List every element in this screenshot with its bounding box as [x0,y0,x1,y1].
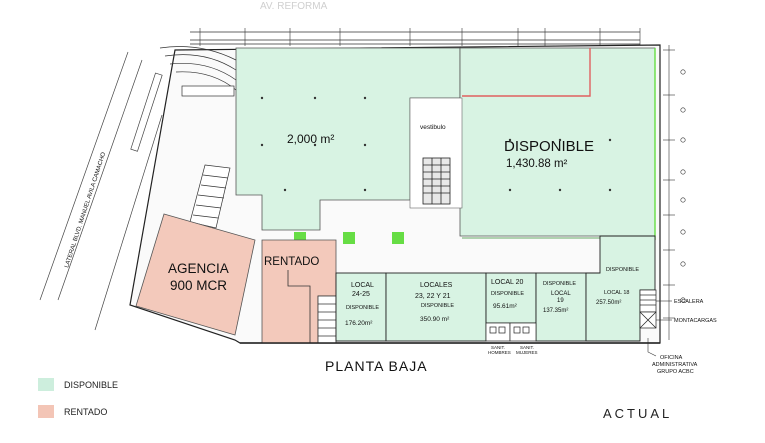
local-18-area: 257.50m² [596,300,621,306]
legend-label-rentado: RENTADO [64,406,108,417]
disponible-big-area: 1,430.88 m² [506,158,568,170]
diagonal-stairs [189,164,231,229]
agencia-zone [135,213,256,336]
red-boundary-line [462,48,591,97]
stair-elevator-core [639,289,657,329]
top-dimension-rule [190,31,640,45]
agencia-label-line1: AGENCIA [168,261,229,276]
local-18-zone [585,235,656,342]
local-18-name: LOCAL 18 [604,290,629,296]
oficina-label-l3: GRUPO ACBC [657,369,694,375]
legend-swatch-rentado [38,405,54,418]
local-19-status: DISPONIBLE [543,281,576,287]
street-lines [39,51,163,331]
column-dots [260,96,612,192]
local-20-status: DISPONIBLE [491,291,524,297]
local-24-25-name-l2: 24-25 [352,291,370,298]
local-19-zone [535,272,587,342]
locales-23-22-21-name-l2: 23, 22 Y 21 [415,293,451,300]
vestibulo-label: vestibulo [420,124,446,131]
entry-ramp [159,46,237,97]
oficina-label-l1: OFICINA [660,355,683,361]
top-tick-marks [199,28,641,46]
right-grid-markers [680,69,686,303]
faded-header-text: AV. REFORMA [260,1,328,12]
locales-23-22-21-status: DISPONIBLE [421,303,454,309]
local-24-25-area: 176.20m² [345,320,373,327]
agencia-label-line2: 900 MCR [170,278,227,293]
sanitarios-block [485,322,537,342]
local-18-status-top: DISPONIBLE [606,267,639,273]
sanit-hombres-l2: HOMBRES [488,350,511,355]
locales-23-22-21-name-l1: LOCALES [420,282,453,289]
local-24-25-zone [335,272,387,342]
escalera-label: ESCALERA [674,299,704,305]
plan-title: PLANTA BAJA [325,358,428,374]
legend-disponible: DISPONIBLE [38,378,118,391]
rentado-label: RENTADO [264,256,319,268]
disponible-big-title: DISPONIBLE [504,138,594,155]
right-dimension-ticks [663,45,675,340]
locales-23-22-21-zone [385,272,487,342]
local-24-25-status: DISPONIBLE [346,305,379,311]
street-label: LATERAL BLVD. MANUEL AVILA CAMACHO [64,151,107,268]
local-20-name: LOCAL 20 [491,279,524,286]
legend-label-disponible: DISPONIBLE [64,379,119,390]
oficina-label-l2: ADMINISTRATIVA [652,362,698,368]
locales-23-22-21-area: 350.90 m² [420,316,450,323]
local-19-area: 137.35m² [543,308,568,314]
area-2000-label: 2,000 m² [287,132,334,146]
status-label: ACTUAL [603,406,673,421]
montacargas-label: MONTACARGAS [674,318,717,324]
sanit-mujeres-l2: MUJERES [516,350,538,355]
sanit-mujeres-l1: SANIT. [520,345,534,350]
sanit-hombres-l1: SANIT. [491,345,505,350]
escalator-icon [422,157,451,205]
local-20-area: 95.61m² [493,303,518,310]
local-19-name-l1: LOCAL [551,291,571,297]
legend-swatch-disponible [38,378,54,391]
local-19-name-l2: 19 [557,298,564,304]
local-24-25-name-l1: LOCAL [351,282,374,289]
legend-rentado: RENTADO [38,405,107,418]
